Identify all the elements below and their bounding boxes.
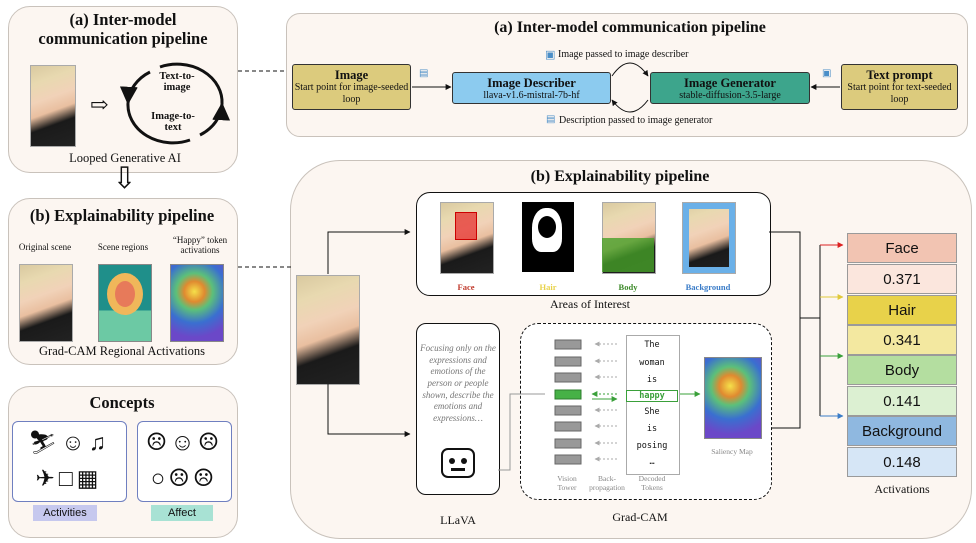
saliency-map: [704, 357, 762, 439]
activation-label-background: Background: [847, 416, 957, 446]
area-label-face: Face: [457, 282, 475, 292]
area-label-hair: Hair: [539, 282, 557, 292]
area-label-body: Body: [618, 282, 638, 292]
describer-subtitle: llava-v1.6-mistral-7b-hf: [483, 90, 580, 102]
label-happy-activations: “Happy” token activations: [172, 235, 228, 255]
activation-label-hair: Hair: [847, 295, 957, 325]
label-original-scene: Original scene: [18, 242, 72, 252]
gradcam-regional-caption: Grad-CAM Regional Activations: [39, 344, 205, 358]
token-3: happy: [626, 390, 678, 402]
camera-icon-right: ▣: [822, 68, 832, 79]
generator-subtitle: stable-diffusion-3.5-large: [679, 90, 781, 102]
image-box-title: Image: [334, 68, 369, 82]
llava-label: LLaVA: [440, 513, 476, 527]
arrow-right-icon: ⇨: [90, 92, 109, 117]
generator-title: Image Generator: [684, 76, 776, 90]
original-scene-photo: [19, 264, 73, 342]
scene-regions-image: [98, 264, 152, 342]
affect-label: Affect: [151, 505, 213, 521]
portrait-photo: [30, 65, 76, 147]
down-arrow-icon: ⇩: [112, 162, 138, 195]
face-region-overlay: [455, 212, 477, 240]
prompt-title: Text prompt: [866, 68, 933, 82]
label-scene-regions: Scene regions: [97, 242, 149, 252]
activation-label-body: Body: [847, 355, 957, 385]
area-label-background: Background: [685, 282, 731, 292]
looped-caption: Looped Generative AI: [69, 151, 181, 165]
robot-icon: [441, 448, 475, 478]
activation-value-background: 0.148: [847, 447, 957, 477]
top-note: Image passed to image describer: [558, 49, 689, 60]
activation-label-face: Face: [847, 233, 957, 263]
image-box-subtitle: Start point for image-seeded loop: [294, 82, 409, 105]
hair-area-mask: [522, 202, 574, 272]
activities-label: Activities: [33, 505, 97, 521]
angry-face-icon: ☹: [197, 430, 223, 456]
bottom-note: Description passed to image generator: [559, 115, 713, 126]
token-1: woman: [639, 358, 665, 368]
gradcam-label: Grad-CAM: [612, 510, 668, 524]
back-propagation-label: Back-propagation: [589, 474, 625, 492]
surprised-face-icon: ○: [150, 466, 169, 492]
activations-caption: Activations: [874, 482, 930, 496]
motorbike-icon: ✈: [35, 466, 59, 491]
activities-box: [12, 421, 127, 502]
meeting-icon: ▦: [76, 466, 103, 491]
confused-face-icon: ☹: [168, 466, 193, 492]
affect-icons: ☹☺☹ ○☹☹: [140, 425, 228, 497]
desk-work-icon: □: [58, 466, 77, 491]
activation-value-body: 0.141: [847, 386, 957, 416]
affect-box: [137, 421, 232, 502]
describer-title: Image Describer: [487, 76, 576, 90]
token-4: She: [644, 407, 660, 417]
image-box: Image Start point for image-seeded loop: [292, 64, 411, 110]
skiing-icon: ⛷: [28, 430, 62, 455]
document-icon-left: ▤: [419, 68, 429, 79]
image-generator-box: Image Generator stable-diffusion-3.5-lar…: [650, 72, 810, 104]
activities-icons: ⛷☺♫ ✈□▦: [14, 425, 124, 497]
prompt-subtitle: Start point for text-seeded loop: [847, 82, 952, 105]
explainability-title: (b) Explainability pipeline: [530, 168, 710, 185]
inter-model-title-small: (a) Inter-model communication pipeline: [38, 10, 208, 48]
worried-face-icon: ☹: [145, 430, 171, 456]
text-to-image-label: Text-to-image: [159, 71, 195, 93]
happy-token-heatmap: [170, 264, 224, 342]
chef-icon: ☺: [61, 430, 89, 455]
token-7: …: [649, 457, 655, 467]
text-prompt-box: Text prompt Start point for text-seeded …: [841, 64, 958, 110]
document-icon-bottom: ▤: [546, 114, 556, 125]
input-scene-photo: [296, 275, 360, 385]
dancing-icon: ♫: [88, 430, 110, 455]
activation-value-face: 0.371: [847, 264, 957, 294]
concepts-title: Concepts: [89, 393, 155, 412]
activation-value-hair: 0.341: [847, 325, 957, 355]
token-5: is: [646, 424, 658, 434]
decoded-tokens-column: [626, 335, 680, 475]
image-describer-box: Image Describer llava-v1.6-mistral-7b-hf: [452, 72, 611, 104]
token-6: posing: [636, 441, 668, 451]
sad-face-icon: ☹: [192, 466, 218, 492]
token-0: The: [644, 340, 660, 350]
body-region-overlay: [602, 238, 654, 272]
smiling-face-icon: ☺: [170, 430, 198, 456]
areas-caption: Areas of Interest: [550, 297, 630, 311]
image-to-text-label: Image-to-text: [151, 111, 195, 133]
background-area-photo: [682, 202, 736, 274]
saliency-map-label: Saliency Map: [711, 447, 753, 456]
vision-tower-label: Vision Tower: [557, 474, 577, 492]
camera-icon-top: ▣: [545, 49, 556, 61]
vision-tower-layers: [554, 339, 582, 465]
decoded-tokens-label: Decoded Tokens: [638, 474, 666, 492]
inter-model-title: (a) Inter-model communication pipeline: [494, 19, 766, 36]
explainability-title-small: (b) Explainability pipeline: [29, 206, 215, 225]
token-2: is: [646, 375, 658, 385]
llava-prompt-text: Focusing only on the expressions and emo…: [420, 343, 496, 424]
